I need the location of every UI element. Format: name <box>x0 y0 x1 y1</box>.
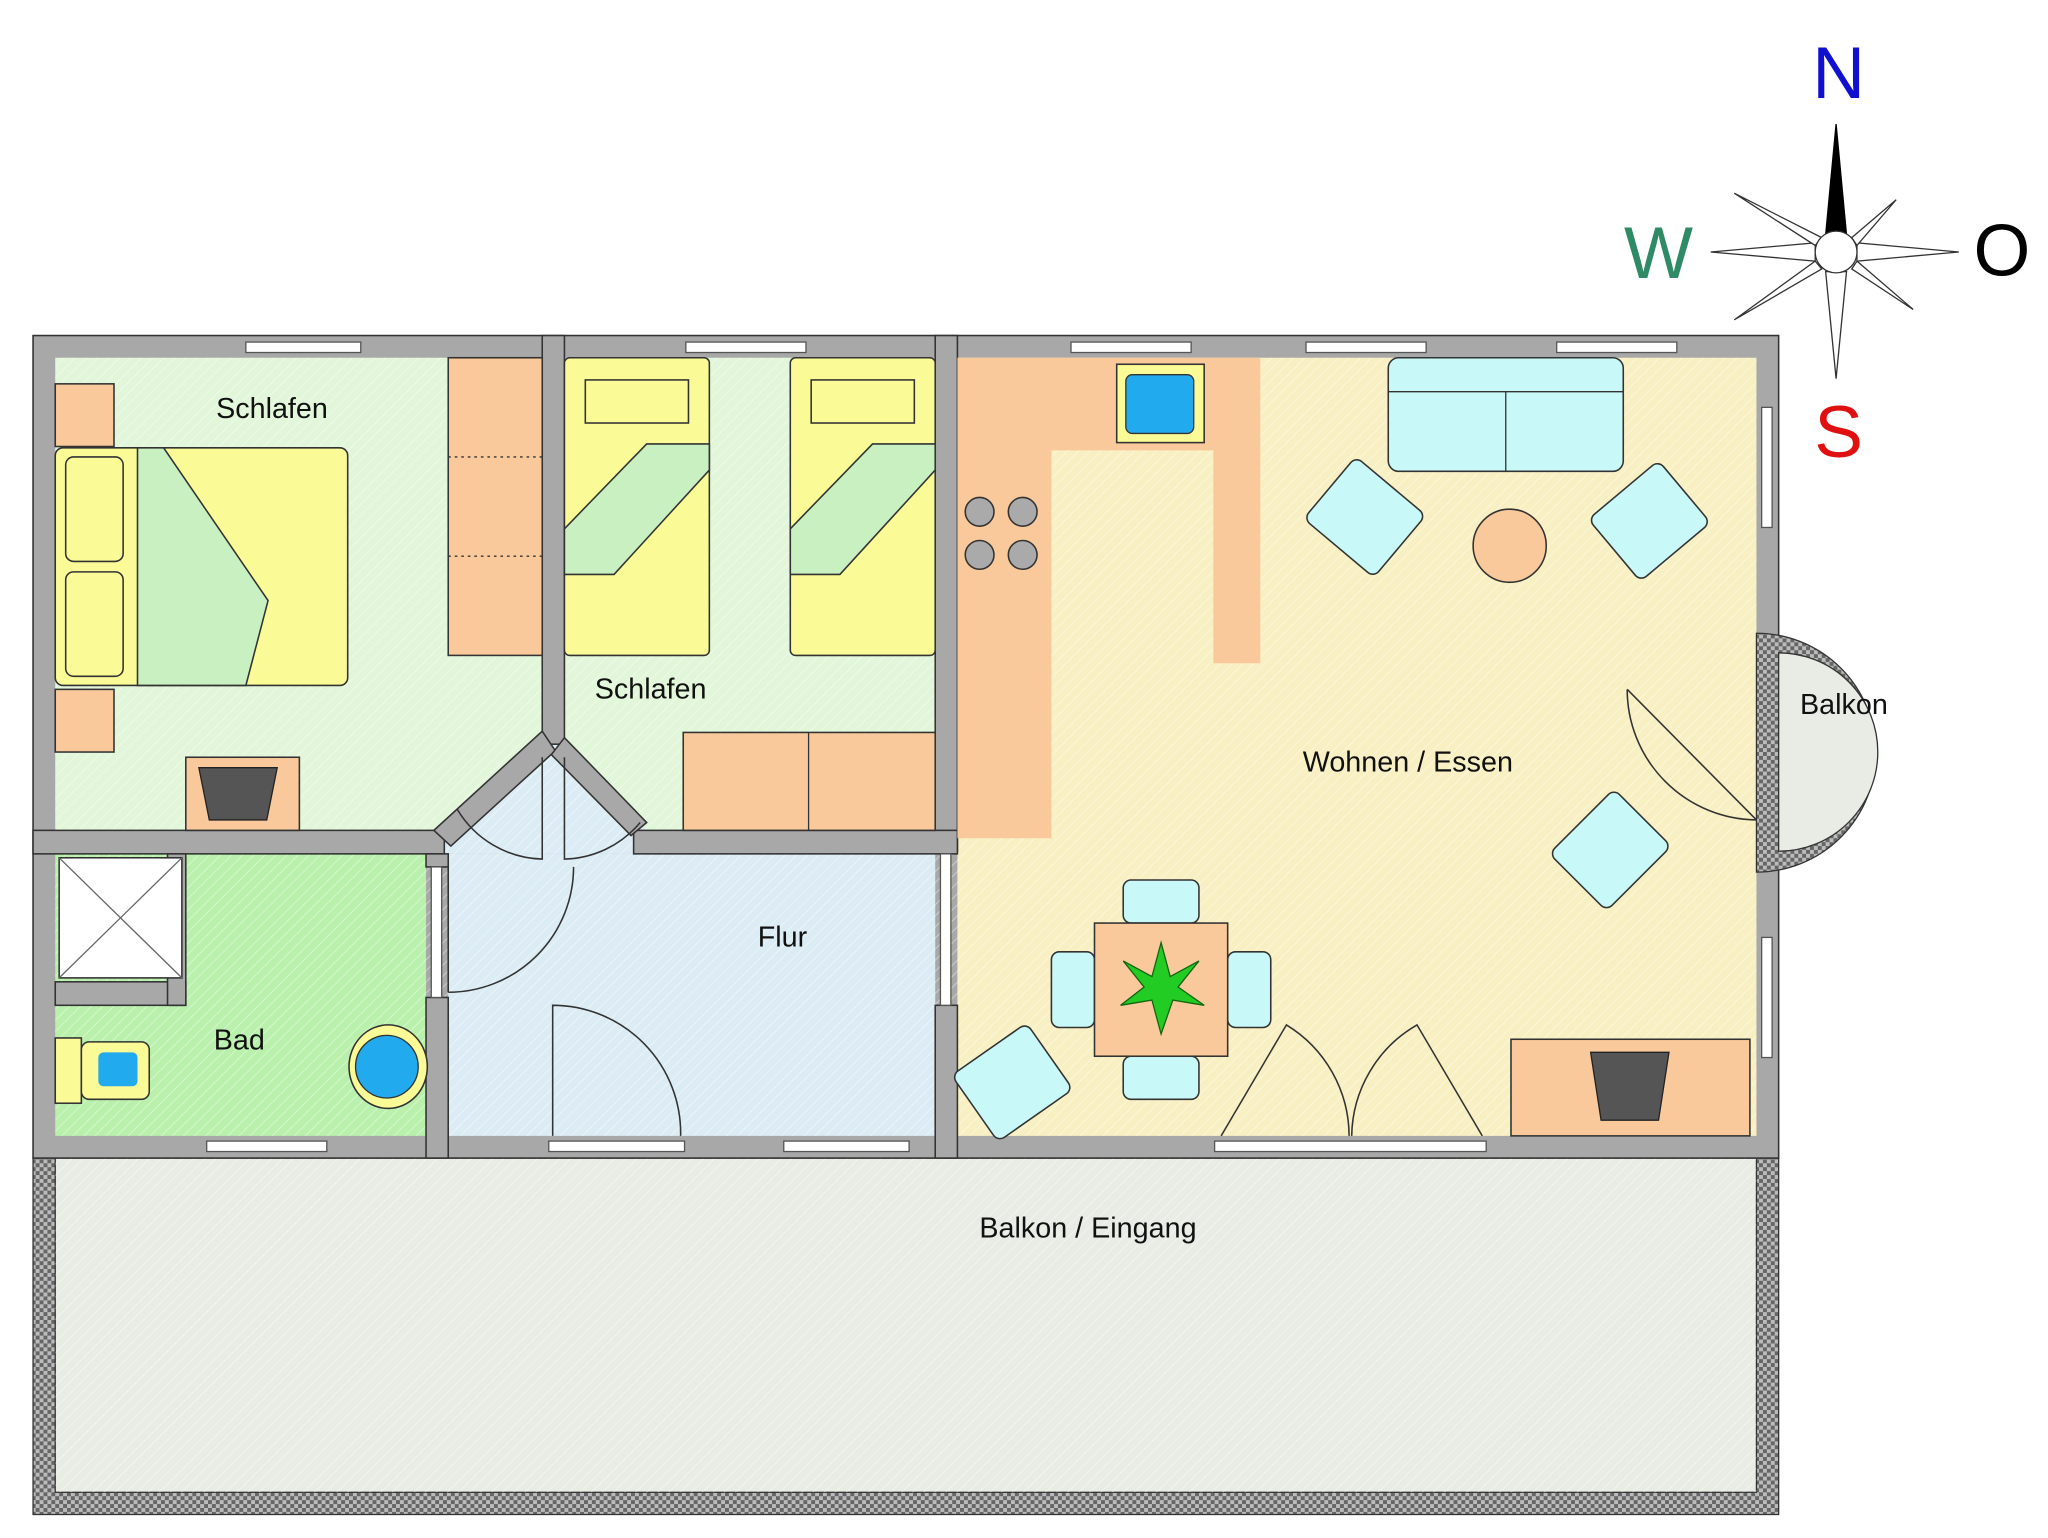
toilet <box>54 1037 151 1105</box>
label-balcony-entrance: Balkon / Eingang <box>979 1213 1196 1245</box>
doors <box>447 688 1757 1137</box>
plant-icon <box>1120 940 1205 1037</box>
sofa <box>1387 356 1625 473</box>
wardrobe <box>447 356 544 657</box>
label-bathroom: Bad <box>214 1025 265 1057</box>
label-balcony-small: Balkon <box>1800 689 1888 721</box>
compass-rose-icon <box>1710 123 1959 379</box>
interior-walls <box>32 334 959 1159</box>
dresser <box>682 731 937 832</box>
label-living: Wohnen / Essen <box>1303 747 1513 779</box>
dining-table <box>1050 879 1272 1101</box>
compass-north: N <box>1812 33 1865 114</box>
compass-east: O <box>1973 210 2030 291</box>
armchairs <box>953 459 1708 1140</box>
label-bedroom-1: Schlafen <box>216 393 328 425</box>
compass-west: W <box>1624 213 1693 294</box>
label-bedroom-2: Schlafen <box>595 673 707 705</box>
single-beds <box>563 356 937 657</box>
coffee-table <box>1472 508 1548 584</box>
desk-chair-1 <box>185 756 301 832</box>
desk-chair-2 <box>1510 1038 1751 1137</box>
windows <box>206 341 1773 1153</box>
double-bed <box>54 383 349 753</box>
bath-sink <box>348 1024 429 1110</box>
shower <box>58 856 183 979</box>
label-hallway: Flur <box>758 922 808 954</box>
balcony-entrance <box>32 1157 1780 1516</box>
balcony-small <box>1755 632 1879 873</box>
kitchen-counter <box>957 357 1261 839</box>
compass-south: S <box>1814 392 1863 473</box>
